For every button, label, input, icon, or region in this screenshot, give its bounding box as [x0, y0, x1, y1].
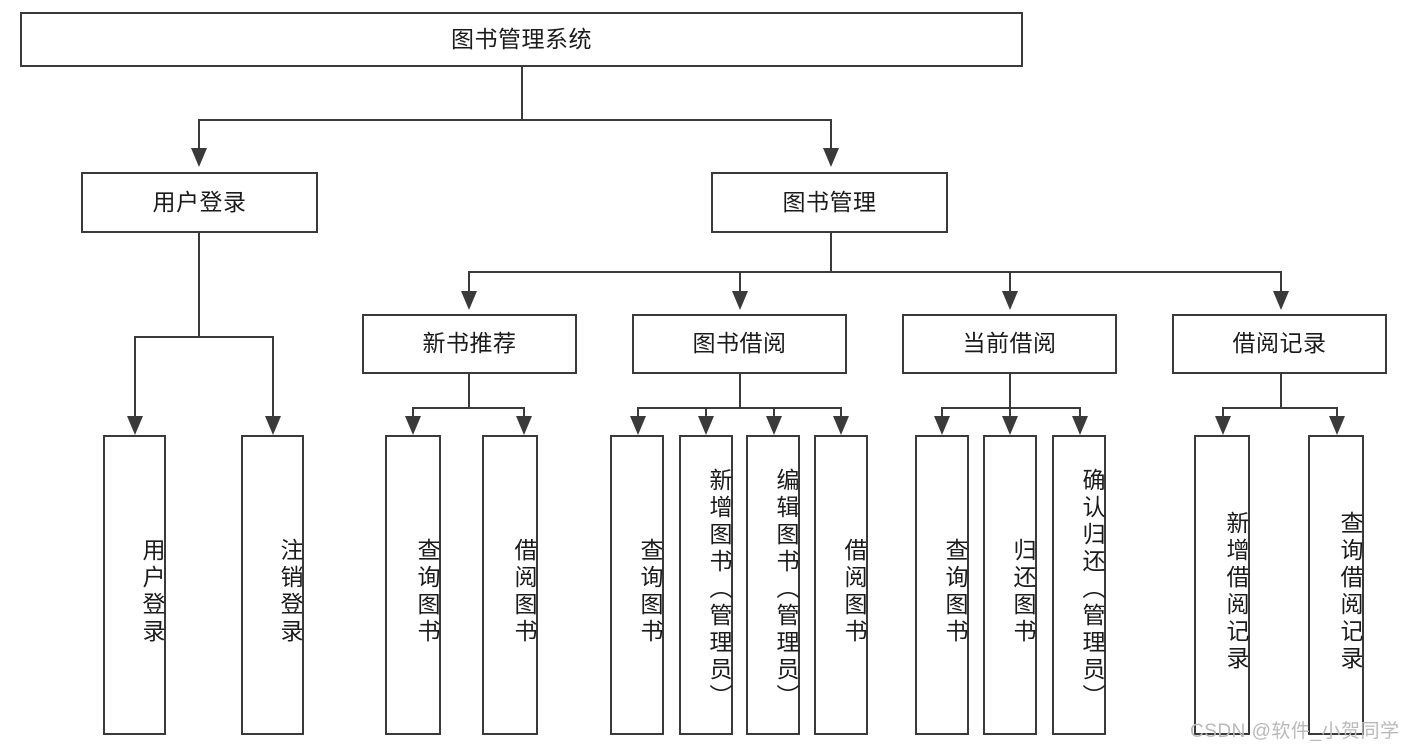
watermark-text: CSDN @软件_小贺同学 — [1190, 721, 1400, 742]
edge-user-login-bus — [134, 336, 274, 338]
node-root-system[interactable]: 图书管理系统 — [20, 12, 1023, 67]
arrow-to-leaf-user-login — [127, 416, 143, 435]
node-label: 编辑图书（管理员） — [773, 467, 799, 711]
edge-nbr-bus — [412, 407, 525, 409]
node-label: 查询图书 — [942, 538, 968, 646]
arrow-to-book-management — [823, 148, 839, 167]
node-label: 当前借阅 — [962, 330, 1057, 357]
arrow-to-user-login — [191, 148, 207, 167]
arrow-to-leaf-query-book-1 — [405, 416, 421, 435]
node-label: 用户登录 — [152, 188, 247, 215]
edge-br-drop-1 — [1222, 407, 1224, 416]
edge-br-bus — [1222, 407, 1338, 409]
edge-root-bus — [198, 119, 832, 121]
edge-bb-drop-4 — [840, 407, 842, 416]
edge-nbr-stem — [468, 374, 470, 408]
edge-nbr-drop-2 — [523, 407, 525, 416]
edge-root-to-book-management — [830, 119, 832, 148]
edge-cb-drop-1 — [941, 407, 943, 416]
node-label: 借阅图书 — [841, 538, 867, 646]
node-label: 用户登录 — [139, 538, 165, 646]
edge-user-login-drop-1 — [134, 336, 136, 416]
arrow-to-new-book-recommend — [461, 291, 477, 310]
edge-bm-drop-1 — [468, 271, 470, 291]
node-borrow-record[interactable]: 借阅记录 — [1172, 314, 1387, 374]
leaf-borrow-book-1[interactable]: 借阅图书 — [482, 435, 538, 735]
edge-bb-drop-2 — [705, 407, 707, 416]
arrow-to-leaf-query-book-2 — [630, 416, 646, 435]
edge-book-management-bus — [468, 271, 1282, 273]
edge-user-login-stem — [198, 233, 200, 337]
leaf-user-login[interactable]: 用户登录 — [103, 435, 166, 735]
leaf-add-book[interactable]: 新增图书（管理员） — [679, 435, 733, 735]
node-label: 确认归还（管理员） — [1079, 467, 1105, 711]
node-book-borrow[interactable]: 图书借阅 — [632, 314, 847, 374]
edge-br-drop-2 — [1336, 407, 1338, 416]
arrow-to-leaf-return-book — [1002, 416, 1018, 435]
leaf-edit-book[interactable]: 编辑图书（管理员） — [746, 435, 800, 735]
edge-bb-stem — [739, 374, 741, 408]
leaf-add-borrow-record[interactable]: 新增借阅记录 — [1194, 435, 1250, 735]
edge-bb-drop-3 — [773, 407, 775, 416]
leaf-borrow-book-2[interactable]: 借阅图书 — [814, 435, 868, 735]
node-label: 归还图书 — [1010, 538, 1036, 646]
arrow-to-leaf-edit-book — [766, 416, 782, 435]
node-label: 借阅图书 — [511, 538, 537, 646]
arrow-to-borrow-record — [1273, 291, 1289, 310]
leaf-return-book[interactable]: 归还图书 — [983, 435, 1037, 735]
leaf-query-book-3[interactable]: 查询图书 — [915, 435, 969, 735]
node-label: 查询借阅记录 — [1337, 511, 1363, 673]
arrow-to-book-borrow — [732, 291, 748, 310]
leaf-query-borrow-record[interactable]: 查询借阅记录 — [1308, 435, 1364, 735]
edge-cb-drop-3 — [1079, 407, 1081, 416]
node-label: 注销登录 — [277, 538, 303, 646]
arrow-to-leaf-query-book-3 — [934, 416, 950, 435]
node-label: 借阅记录 — [1232, 330, 1327, 357]
leaf-query-book-1[interactable]: 查询图书 — [385, 435, 441, 735]
leaf-query-book-2[interactable]: 查询图书 — [610, 435, 664, 735]
edge-cb-stem — [1009, 374, 1011, 408]
edge-book-management-stem — [830, 233, 832, 272]
arrow-to-leaf-borrow-book-2 — [833, 416, 849, 435]
node-label: 新书推荐 — [422, 330, 517, 357]
node-label: 新增图书（管理员） — [706, 467, 732, 711]
arrow-to-leaf-add-borrow-record — [1215, 416, 1231, 435]
edge-user-login-drop-2 — [272, 336, 274, 416]
node-label: 图书管理系统 — [451, 25, 592, 52]
edge-br-stem — [1280, 374, 1282, 408]
node-label: 查询图书 — [637, 538, 663, 646]
edge-bm-drop-3 — [1009, 271, 1011, 291]
edge-root-stem — [521, 67, 523, 120]
edge-nbr-drop-1 — [412, 407, 414, 416]
arrow-to-leaf-add-book — [698, 416, 714, 435]
edge-bm-drop-2 — [739, 271, 741, 291]
edge-cb-bus — [941, 407, 1081, 409]
leaf-confirm-return[interactable]: 确认归还（管理员） — [1052, 435, 1106, 735]
arrow-to-leaf-borrow-book-1 — [516, 416, 532, 435]
edge-root-to-user-login — [198, 119, 200, 148]
arrow-to-current-borrow — [1002, 291, 1018, 310]
node-label: 图书借阅 — [692, 330, 787, 357]
node-new-book-recommend[interactable]: 新书推荐 — [362, 314, 577, 374]
edge-bb-bus — [637, 407, 842, 409]
arrow-to-leaf-confirm-return — [1072, 416, 1088, 435]
arrow-to-leaf-query-borrow-record — [1329, 416, 1345, 435]
node-label: 图书管理 — [782, 188, 877, 215]
edge-bm-drop-4 — [1280, 271, 1282, 291]
node-label: 新增借阅记录 — [1223, 511, 1249, 673]
arrow-to-leaf-user-logout — [265, 416, 281, 435]
node-current-borrow[interactable]: 当前借阅 — [902, 314, 1117, 374]
node-book-management[interactable]: 图书管理 — [711, 172, 948, 233]
node-user-login[interactable]: 用户登录 — [81, 172, 318, 233]
edge-cb-drop-2 — [1009, 407, 1011, 416]
leaf-user-logout[interactable]: 注销登录 — [241, 435, 304, 735]
node-label: 查询图书 — [414, 538, 440, 646]
edge-bb-drop-1 — [637, 407, 639, 416]
